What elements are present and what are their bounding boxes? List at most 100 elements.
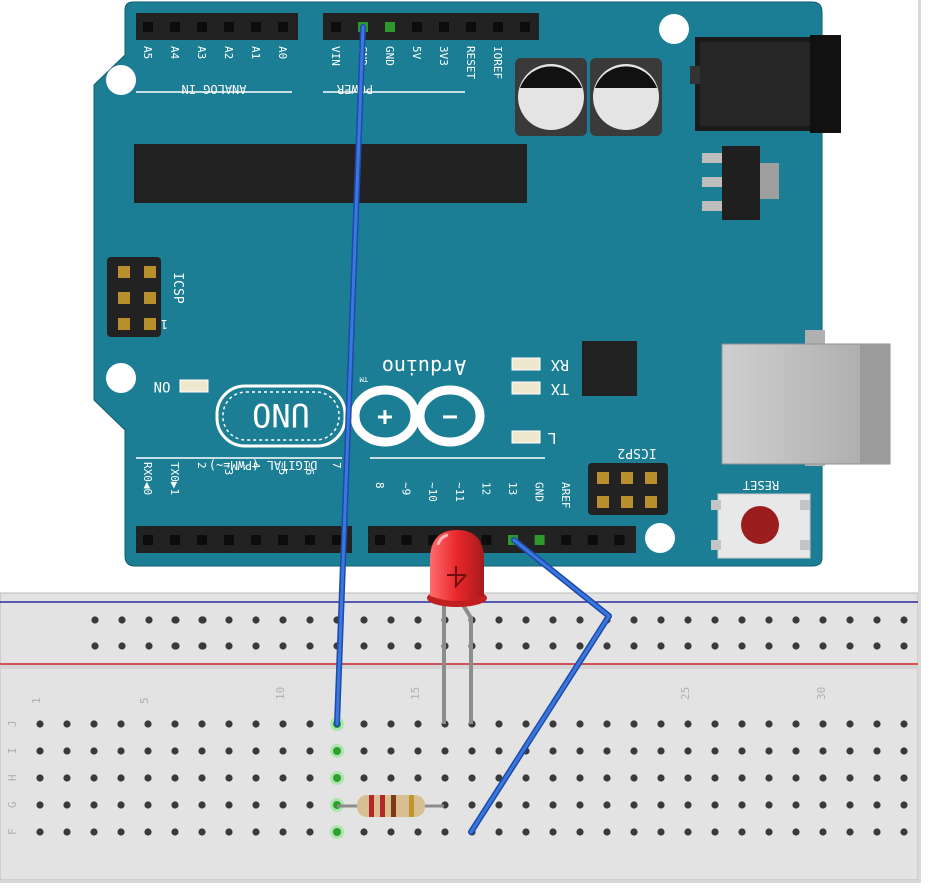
rail-hole[interactable] bbox=[91, 616, 99, 624]
rail-hole[interactable] bbox=[91, 642, 99, 650]
breadboard-hole[interactable] bbox=[252, 747, 260, 755]
breadboard-hole[interactable] bbox=[684, 828, 692, 836]
breadboard-hole-connected[interactable] bbox=[333, 747, 341, 755]
rail-hole[interactable] bbox=[900, 642, 908, 650]
breadboard-hole[interactable] bbox=[522, 801, 530, 809]
rail-hole[interactable] bbox=[145, 616, 153, 624]
rail-hole[interactable] bbox=[711, 642, 719, 650]
breadboard-hole[interactable] bbox=[630, 801, 638, 809]
breadboard-hole[interactable] bbox=[738, 774, 746, 782]
digital-pin[interactable] bbox=[534, 535, 545, 545]
breadboard-hole[interactable] bbox=[711, 747, 719, 755]
breadboard-hole[interactable] bbox=[63, 801, 71, 809]
breadboard-hole[interactable] bbox=[873, 720, 881, 728]
breadboard-hole[interactable] bbox=[684, 801, 692, 809]
breadboard-hole[interactable] bbox=[306, 801, 314, 809]
icsp2-pin[interactable] bbox=[621, 496, 633, 508]
breadboard-hole[interactable] bbox=[468, 801, 476, 809]
breadboard-hole[interactable] bbox=[900, 720, 908, 728]
breadboard-hole[interactable] bbox=[441, 774, 449, 782]
breadboard-hole[interactable] bbox=[549, 720, 557, 728]
rail-hole[interactable] bbox=[819, 616, 827, 624]
breadboard-hole[interactable] bbox=[90, 747, 98, 755]
breadboard-hole[interactable] bbox=[36, 774, 44, 782]
rail-hole[interactable] bbox=[306, 616, 314, 624]
digital-pin[interactable] bbox=[587, 535, 598, 545]
digital-pin[interactable] bbox=[251, 535, 261, 545]
rail-hole[interactable] bbox=[252, 616, 260, 624]
breadboard-hole[interactable] bbox=[90, 720, 98, 728]
analog-pin[interactable] bbox=[197, 22, 207, 32]
breadboard-hole[interactable] bbox=[198, 774, 206, 782]
breadboard-hole[interactable] bbox=[900, 801, 908, 809]
rail-hole[interactable] bbox=[414, 642, 422, 650]
digital-pin[interactable] bbox=[481, 535, 492, 545]
breadboard-hole[interactable] bbox=[36, 720, 44, 728]
breadboard-hole[interactable] bbox=[738, 720, 746, 728]
rail-hole[interactable] bbox=[279, 616, 287, 624]
icsp-pin[interactable] bbox=[144, 292, 156, 304]
breadboard-hole[interactable] bbox=[306, 774, 314, 782]
digital-pin[interactable] bbox=[401, 535, 412, 545]
rail-hole[interactable] bbox=[873, 642, 881, 650]
breadboard-hole[interactable] bbox=[63, 774, 71, 782]
digital-pin[interactable] bbox=[224, 535, 234, 545]
breadboard-hole[interactable] bbox=[63, 747, 71, 755]
breadboard-hole[interactable] bbox=[657, 747, 665, 755]
digital-pin[interactable] bbox=[428, 535, 439, 545]
breadboard-hole[interactable] bbox=[819, 720, 827, 728]
breadboard-hole[interactable] bbox=[738, 828, 746, 836]
breadboard-hole[interactable] bbox=[603, 720, 611, 728]
rail-hole[interactable] bbox=[738, 642, 746, 650]
breadboard-hole[interactable] bbox=[522, 720, 530, 728]
breadboard-hole[interactable] bbox=[684, 720, 692, 728]
breadboard-hole[interactable] bbox=[468, 747, 476, 755]
breadboard-hole[interactable] bbox=[360, 720, 368, 728]
digital-pin[interactable] bbox=[143, 535, 153, 545]
rail-hole[interactable] bbox=[360, 616, 368, 624]
breadboard-hole[interactable] bbox=[846, 720, 854, 728]
breadboard-hole[interactable] bbox=[63, 720, 71, 728]
breadboard-hole[interactable] bbox=[279, 747, 287, 755]
rail-hole[interactable] bbox=[171, 642, 179, 650]
breadboard-hole[interactable] bbox=[792, 774, 800, 782]
breadboard-hole[interactable] bbox=[36, 801, 44, 809]
icsp-pin[interactable] bbox=[118, 266, 130, 278]
breadboard-hole[interactable] bbox=[198, 801, 206, 809]
analog-pin[interactable] bbox=[224, 22, 234, 32]
power-pin[interactable] bbox=[412, 22, 422, 32]
breadboard-hole[interactable] bbox=[117, 747, 125, 755]
breadboard-hole[interactable] bbox=[900, 774, 908, 782]
rail-hole[interactable] bbox=[549, 616, 557, 624]
red-led[interactable] bbox=[427, 530, 487, 724]
breadboard-hole[interactable] bbox=[738, 801, 746, 809]
rail-hole[interactable] bbox=[603, 642, 611, 650]
power-pin[interactable] bbox=[493, 22, 503, 32]
rail-hole[interactable] bbox=[225, 642, 233, 650]
breadboard-hole[interactable] bbox=[792, 720, 800, 728]
breadboard-hole[interactable] bbox=[279, 801, 287, 809]
rail-hole[interactable] bbox=[819, 642, 827, 650]
breadboard-hole[interactable] bbox=[90, 774, 98, 782]
breadboard-hole[interactable] bbox=[738, 747, 746, 755]
breadboard-hole[interactable] bbox=[144, 720, 152, 728]
breadboard-hole[interactable] bbox=[360, 747, 368, 755]
breadboard-hole[interactable] bbox=[684, 747, 692, 755]
rail-hole[interactable] bbox=[522, 642, 530, 650]
breadboard-hole[interactable] bbox=[630, 747, 638, 755]
breadboard-hole[interactable] bbox=[387, 828, 395, 836]
breadboard-hole[interactable] bbox=[549, 801, 557, 809]
breadboard-hole[interactable] bbox=[360, 828, 368, 836]
breadboard-hole[interactable] bbox=[657, 801, 665, 809]
breadboard-hole[interactable] bbox=[576, 801, 584, 809]
breadboard-hole[interactable] bbox=[657, 720, 665, 728]
icsp2-pin[interactable] bbox=[621, 472, 633, 484]
reset-button[interactable] bbox=[711, 493, 811, 559]
rail-hole[interactable] bbox=[576, 616, 584, 624]
breadboard-hole[interactable] bbox=[117, 828, 125, 836]
rail-hole[interactable] bbox=[118, 616, 126, 624]
jumper-wire[interactable] bbox=[468, 537, 612, 835]
breadboard-hole[interactable] bbox=[90, 828, 98, 836]
breadboard-hole[interactable] bbox=[225, 774, 233, 782]
rail-hole[interactable] bbox=[198, 616, 206, 624]
